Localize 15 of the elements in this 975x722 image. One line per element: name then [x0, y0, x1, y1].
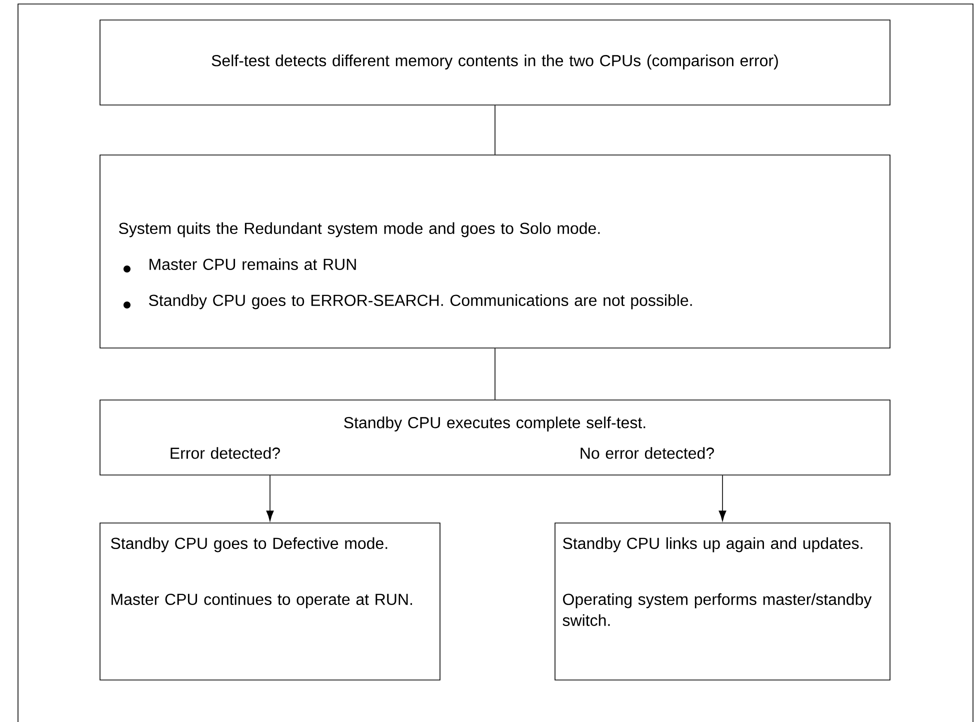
box-text: Master CPU remains at RUN [150, 258, 356, 270]
box-text: Standby CPU goes to Defective mode. [111, 537, 388, 552]
connector-line [494, 105, 496, 155]
box-text: Master CPU continues to operate at RUN. [112, 593, 412, 608]
arrow [266, 475, 274, 522]
box-text: Standby CPU goes to ERROR-SEARCH. Communications are not possible. [149, 294, 692, 310]
box-text: Standby CPU links up again and updates. [563, 537, 862, 552]
connector-line [494, 348, 496, 400]
box-text: Self-test detects different memory contents in the two CPUs (comparison error) [212, 54, 778, 70]
box-text: Standby CPU executes complete self-test. [344, 416, 646, 432]
box-text: System quits the Redundant system mode and goes to Solo mode. [119, 222, 600, 238]
box-text: Operating system performs master/standby switch. [562, 593, 872, 626]
box-text: No error detected? [580, 447, 714, 459]
arrow [718, 475, 726, 522]
box-text: Error detected? [170, 447, 280, 459]
